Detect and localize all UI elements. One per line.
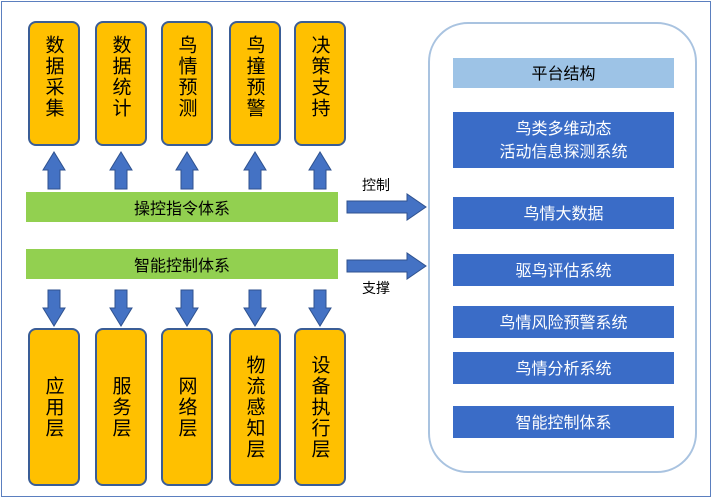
down-arrow-icon — [42, 289, 66, 327]
down-arrow-icon — [175, 289, 199, 327]
top-box-label: 鸟情预测 — [175, 35, 198, 119]
down-arrow-icon — [308, 289, 332, 327]
platform-item-label: 驱鸟评估系统 — [515, 260, 612, 280]
up-arrow-icon — [42, 151, 66, 190]
up-arrow-icon — [109, 151, 133, 190]
support-label: 支撑 — [362, 281, 390, 297]
platform-item-label: 智能控制体系 — [515, 412, 612, 432]
bottom-box-service-layer: 服务层 — [95, 328, 147, 486]
top-box-label: 数据统计 — [109, 35, 132, 119]
platform-header-label: 平台结构 — [531, 63, 596, 83]
platform-item-label: 鸟情风险预警系统 — [499, 312, 628, 332]
operation-command-label: 操控指令体系 — [133, 199, 230, 218]
top-box-data-statistics: 数据统计 — [95, 21, 147, 146]
top-box-label: 鸟撞预警 — [243, 35, 266, 119]
bottom-box-application-layer: 应用层 — [28, 328, 80, 486]
platform-item-analysis: 鸟情分析系统 — [453, 352, 674, 384]
bottom-box-label: 设备执行层 — [308, 354, 331, 460]
operation-command-bar: 操控指令体系 — [26, 192, 338, 222]
platform-header: 平台结构 — [453, 58, 674, 88]
top-box-label: 数据采集 — [42, 35, 65, 119]
platform-item-bird-detection: 鸟类多维动态 活动信息探测系统 — [453, 112, 674, 168]
bottom-box-label: 网络层 — [175, 375, 198, 439]
bottom-box-label: 物流感知层 — [243, 354, 266, 460]
platform-item-line: 鸟类多维动态 — [515, 119, 612, 138]
platform-item-line: 活动信息探测系统 — [499, 142, 628, 161]
bottom-box-label: 应用层 — [42, 375, 65, 439]
platform-item-big-data: 鸟情大数据 — [453, 197, 674, 229]
top-box-data-collection: 数据采集 — [28, 21, 80, 146]
platform-panel — [428, 22, 697, 473]
platform-item-bird-repelling-evaluation: 驱鸟评估系统 — [453, 254, 674, 286]
bottom-box-network-layer: 网络层 — [161, 328, 213, 486]
up-arrow-icon — [175, 151, 199, 190]
bottom-box-execution-layer: 设备执行层 — [294, 328, 346, 486]
top-box-decision-support: 决策支持 — [294, 21, 346, 146]
top-box-bird-forecast: 鸟情预测 — [161, 21, 213, 146]
platform-item-risk-warning: 鸟情风险预警系统 — [453, 306, 674, 338]
bottom-box-label: 服务层 — [109, 375, 132, 439]
up-arrow-icon — [243, 151, 267, 190]
platform-item-intelligent-control: 智能控制体系 — [453, 406, 674, 438]
up-arrow-icon — [308, 151, 332, 190]
top-box-bird-strike-warning: 鸟撞预警 — [229, 21, 281, 146]
intelligent-control-bar: 智能控制体系 — [26, 249, 338, 279]
intelligent-control-label: 智能控制体系 — [133, 256, 230, 275]
bottom-box-perception-layer: 物流感知层 — [229, 328, 281, 486]
down-arrow-icon — [243, 289, 267, 327]
right-arrow-icon — [346, 252, 427, 280]
platform-item-label: 鸟情大数据 — [523, 203, 604, 223]
platform-item-label: 鸟情分析系统 — [515, 358, 612, 378]
right-arrow-icon — [346, 193, 427, 221]
down-arrow-icon — [109, 289, 133, 327]
top-box-label: 决策支持 — [308, 35, 331, 119]
control-label: 控制 — [362, 178, 390, 194]
